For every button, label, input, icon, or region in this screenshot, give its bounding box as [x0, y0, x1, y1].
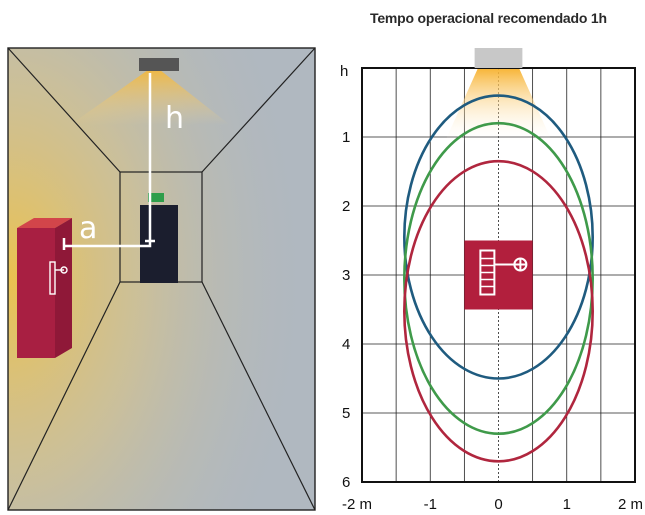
- ceiling-light-fixture: [139, 58, 179, 71]
- y-tick-label: 5: [342, 405, 350, 422]
- door: [140, 205, 178, 283]
- cabinet-side: [55, 218, 72, 358]
- coverage-ellipse-2: [403, 121, 594, 436]
- chart-title: Tempo operacional recomendado 1h: [370, 10, 607, 26]
- x-tick-label: -2 m: [342, 496, 372, 513]
- label-h: h: [165, 101, 184, 136]
- cabinet-hose-icon: [49, 261, 68, 295]
- coverage-ellipse-1: [403, 94, 594, 380]
- coverage-ellipse-3: [403, 159, 594, 463]
- x-tick-label: 2 m: [618, 496, 643, 513]
- fire-hose-cabinet: [17, 228, 55, 358]
- x-tick-label: -1: [424, 496, 437, 513]
- y-tick-label: 6: [342, 474, 350, 491]
- light-fixture: [474, 48, 523, 68]
- x-tick-label: 0: [494, 496, 502, 513]
- fire-hose-sign: [464, 240, 533, 310]
- y-tick-label: 2: [342, 198, 350, 215]
- y-tick-label: 3: [342, 267, 350, 284]
- y-axis-label: h: [340, 63, 348, 80]
- dimension-lines: [62, 73, 155, 250]
- chart: h 1 2 3 4 5 6 -2 m -1 0 1 2 m: [340, 48, 643, 513]
- cabinet-top: [17, 218, 72, 228]
- light-cone: [443, 68, 554, 144]
- label-a: a: [79, 211, 97, 246]
- exit-sign: [148, 193, 164, 202]
- y-tick-label: 1: [342, 129, 350, 146]
- y-tick-label: 4: [342, 336, 350, 353]
- corridor-frame: [7, 47, 316, 511]
- corridor-illustration: h a: [7, 47, 316, 511]
- x-tick-label: 1: [563, 496, 571, 513]
